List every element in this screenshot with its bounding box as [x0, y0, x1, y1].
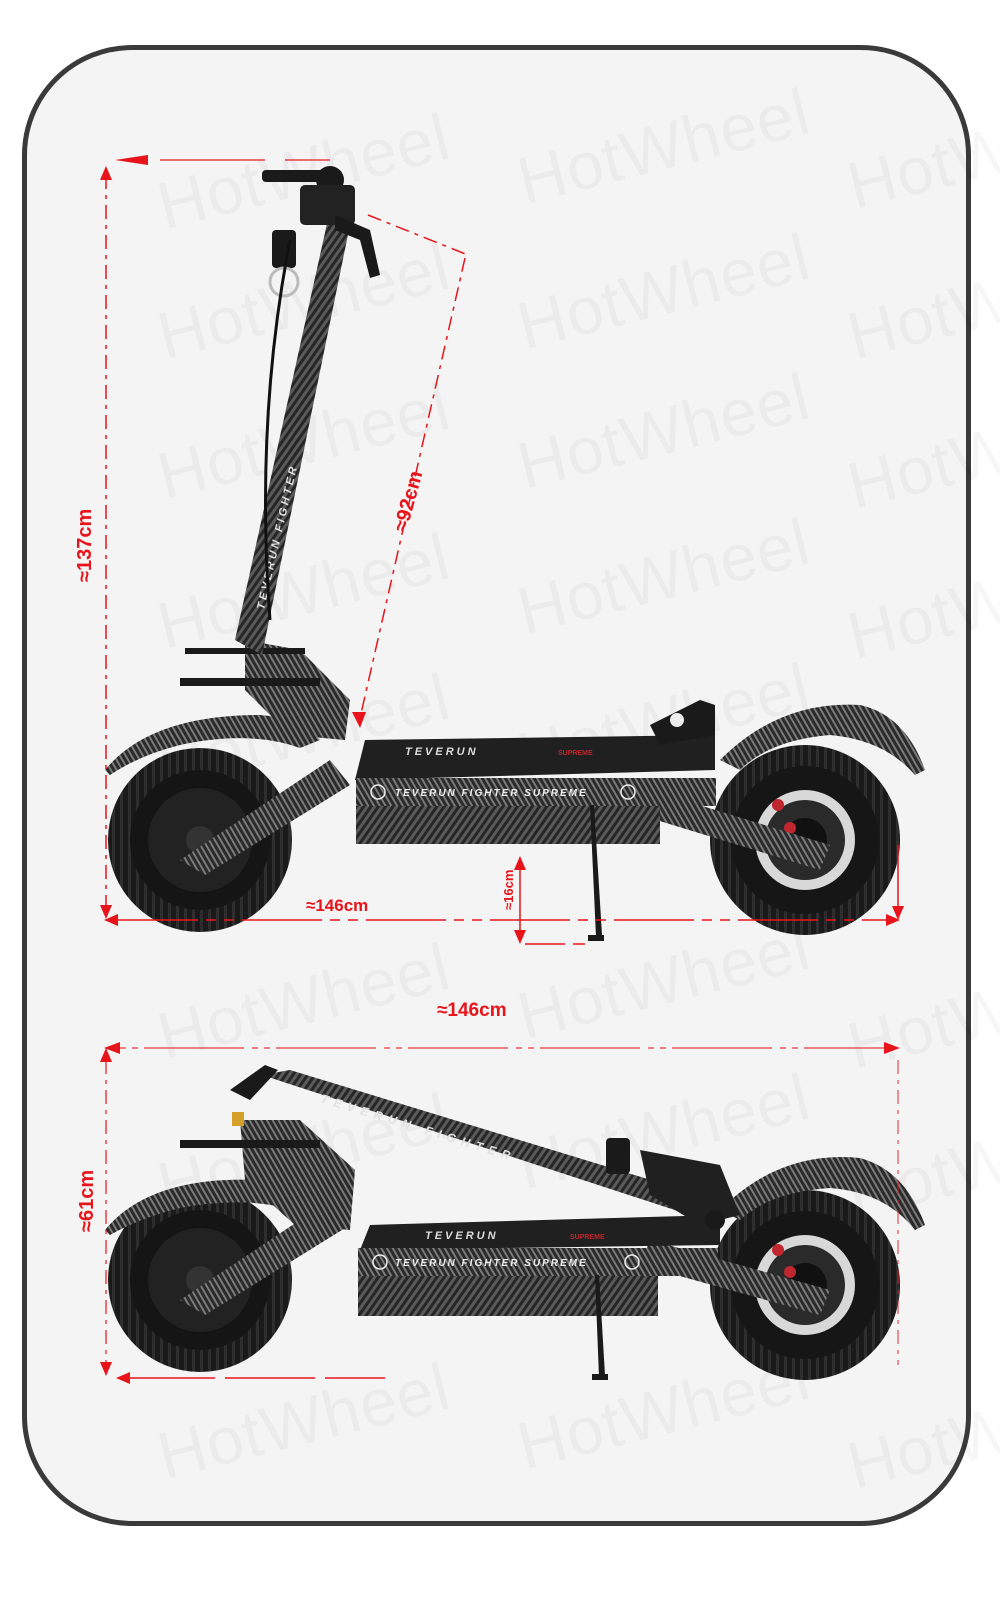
stem	[235, 210, 352, 655]
front-fender	[105, 715, 320, 775]
deck-side-text: TEVERUN FIGHTER SUPREME	[395, 788, 588, 799]
folded-length-label: ≈146cm	[437, 1000, 507, 1021]
deck-badge: SUPREME	[570, 1234, 605, 1241]
unfolded-dimensions	[100, 155, 904, 945]
rear-fender	[720, 1157, 925, 1230]
deck-logo: TEVERUN	[405, 746, 479, 758]
rear-fender	[720, 704, 925, 775]
deck: TEVERUN SUPREME TEVERUN FIGHTER SUPREME	[355, 735, 716, 844]
ground-clearance-label: ≈16cm	[501, 869, 516, 910]
height-label: ≈137cm	[74, 508, 96, 582]
length-label: ≈146cm	[306, 896, 369, 915]
folded-dimensions	[100, 1042, 900, 1384]
folded-scooter: TEVERUN SUPREME TEVERUN FIGHTER SUPREME …	[105, 1065, 925, 1380]
headlight	[272, 230, 296, 268]
headlight	[606, 1138, 630, 1174]
unfolded-scooter: TEVERUN SUPREME TEVERUN FIGHTER SUPREME …	[105, 166, 925, 941]
front-wheel	[108, 748, 292, 932]
kickstand	[590, 805, 602, 937]
handlebar	[606, 1138, 740, 1230]
rear-swing-arm	[640, 790, 830, 870]
front-wheel	[108, 1188, 292, 1372]
kickstand	[595, 1275, 605, 1377]
deck-logo: TEVERUN	[425, 1230, 499, 1242]
front-swing-arm	[180, 760, 350, 875]
front-swing-arm	[180, 1200, 350, 1315]
deck-badge: SUPREME	[558, 750, 593, 757]
folded-stem	[262, 1070, 700, 1215]
stem-text: TEVERUN FIGHTER	[319, 1091, 518, 1164]
deck-side-text: TEVERUN FIGHTER SUPREME	[395, 1258, 588, 1269]
deck: TEVERUN SUPREME TEVERUN FIGHTER SUPREME	[358, 1215, 720, 1316]
logo-badge	[670, 713, 684, 727]
folded-height-label: ≈61cm	[76, 1169, 98, 1232]
fold-joint	[245, 640, 350, 740]
handlebar	[262, 166, 380, 298]
